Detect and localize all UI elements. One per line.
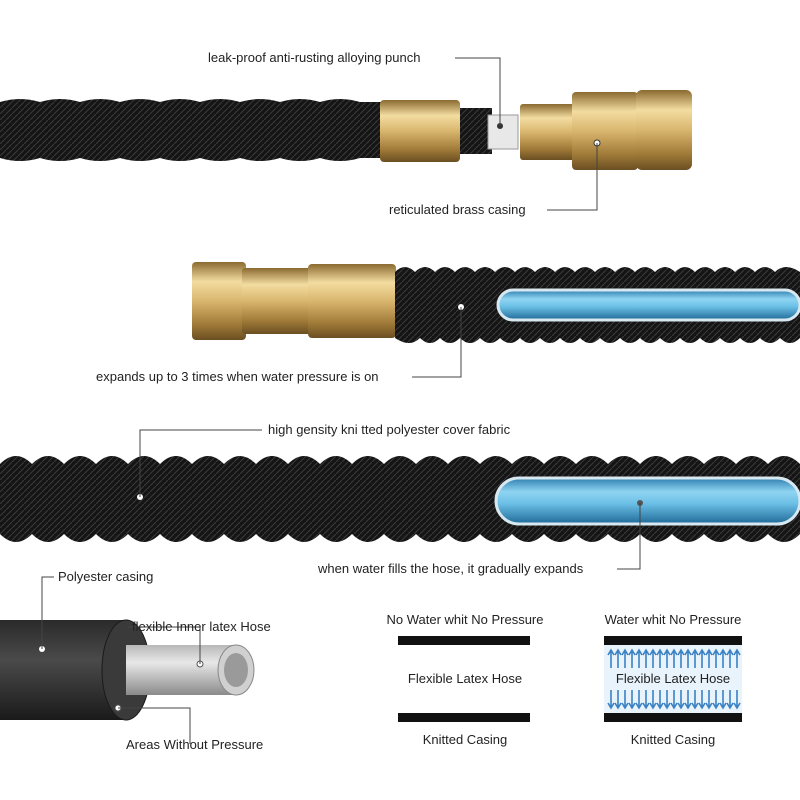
leader-brass <box>547 143 598 211</box>
label-expands: expands up to 3 times when water pressur… <box>96 369 379 384</box>
pressure-arrow-up <box>733 648 741 668</box>
hose-2-brass-coupling <box>242 268 314 334</box>
pressure-arrow-up <box>635 648 643 668</box>
hose-1-brass-quick-connector <box>572 92 638 170</box>
pressure-arrow-up <box>656 648 664 668</box>
pressure-arrow-down <box>726 690 734 710</box>
leader-punch <box>455 57 501 126</box>
pressure-arrow-up <box>684 648 692 668</box>
label-fills: when water fills the hose, it gradually … <box>318 561 584 576</box>
pressure-arrow-down <box>621 690 629 710</box>
label-brass-casing: reticulated brass casing <box>389 202 526 217</box>
hose-1-black-segment <box>0 99 385 161</box>
panel-no-pressure <box>398 636 530 722</box>
pressure-arrow-down <box>677 690 685 710</box>
pressure-arrow-up <box>698 648 706 668</box>
pressure-arrow-down <box>691 690 699 710</box>
pressure-arrow-up <box>712 648 720 668</box>
pressure-arrow-up <box>614 648 622 668</box>
pressure-arrow-up <box>607 648 615 668</box>
pressure-arrow-down <box>684 690 692 710</box>
hose-2-brass-collar <box>308 264 396 338</box>
leader-casing <box>41 576 54 649</box>
hose-3-assembly <box>0 456 800 542</box>
leader-fabric <box>139 429 262 497</box>
pressure-arrow-down <box>656 690 664 710</box>
panel-left-middle-label: Flexible Latex Hose <box>407 671 523 686</box>
hose-2-brass-thread <box>192 262 246 340</box>
pressure-arrow-down <box>635 690 643 710</box>
pressure-arrow-down <box>607 690 615 710</box>
panel-left-bottom-bar <box>398 713 530 722</box>
pressure-arrow-up <box>663 648 671 668</box>
panel-right-bottom-label: Knitted Casing <box>630 732 716 747</box>
panel-right-title: Water whit No Pressure <box>604 612 742 627</box>
pressure-arrow-down <box>649 690 657 710</box>
pressure-arrows <box>607 648 741 710</box>
pressure-arrow-down <box>628 690 636 710</box>
panel-left-title: No Water whit No Pressure <box>386 612 544 627</box>
leader-expands <box>412 307 462 378</box>
pressure-arrow-up <box>670 648 678 668</box>
pressure-arrow-up <box>691 648 699 668</box>
pressure-arrow-up <box>719 648 727 668</box>
panel-right-top-bar <box>604 636 742 645</box>
pressure-arrow-down <box>719 690 727 710</box>
leader-fills <box>617 503 641 570</box>
hose-2-water-cutaway <box>496 288 800 322</box>
hose-2-assembly <box>192 262 800 343</box>
hose-1-connector-assembly <box>0 90 692 170</box>
panel-left-bottom-label: Knitted Casing <box>422 732 508 747</box>
leader-areas <box>118 707 191 744</box>
hose-1-brass-coupling-left <box>380 100 460 162</box>
pressure-arrow-up <box>726 648 734 668</box>
label-polyester-casing: Polyester casing <box>58 569 154 584</box>
pressure-arrow-down <box>712 690 720 710</box>
pressure-arrow-up <box>649 648 657 668</box>
label-punch: leak-proof anti-rusting alloying punch <box>208 50 421 65</box>
panel-right-bottom-bar <box>604 713 742 722</box>
pressure-arrow-down <box>670 690 678 710</box>
hose-1-brass-knurled-collar <box>636 90 692 170</box>
panel-water-pressure <box>604 636 742 722</box>
panel-right-label-bg <box>610 669 736 689</box>
pressure-arrow-down <box>663 690 671 710</box>
pressure-arrow-down <box>614 690 622 710</box>
pressure-arrow-down <box>698 690 706 710</box>
panel-left-top-bar <box>398 636 530 645</box>
pressure-arrow-up <box>705 648 713 668</box>
hose-1-brass-thread <box>520 104 576 160</box>
hose-3-water-cutaway <box>494 476 800 526</box>
label-fabric: high gensity kni tted polyester cover fa… <box>268 422 511 437</box>
leader-inner <box>128 626 201 664</box>
pressure-arrow-down <box>642 690 650 710</box>
pressure-arrow-up <box>642 648 650 668</box>
hose-cross-section <box>0 619 255 721</box>
hose-1-inner-tube <box>487 114 519 150</box>
pressure-arrow-down <box>705 690 713 710</box>
label-inner-latex: flexible Inner latex Hose <box>132 619 271 634</box>
hose-1-black-short <box>460 108 492 154</box>
pressure-arrow-down <box>733 690 741 710</box>
pressure-arrow-up <box>677 648 685 668</box>
pressure-arrow-up <box>628 648 636 668</box>
label-areas-without-pressure: Areas Without Pressure <box>126 737 264 752</box>
pressure-arrow-up <box>621 648 629 668</box>
panel-right-middle-label: Flexible Latex Hose <box>615 671 731 686</box>
inner-latex-hose-bore <box>224 653 248 687</box>
